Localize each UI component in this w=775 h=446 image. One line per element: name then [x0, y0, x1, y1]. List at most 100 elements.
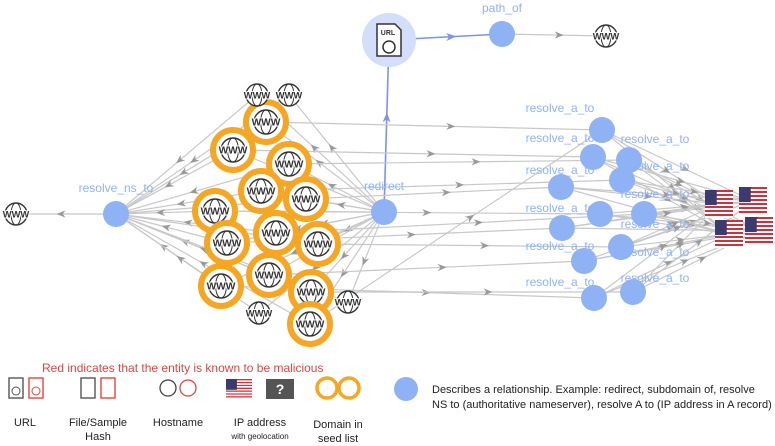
svg-text:WWW: WWW: [255, 271, 284, 282]
svg-text:WWW: WWW: [244, 90, 271, 100]
globe-icon: WWW: [303, 231, 334, 257]
relationship-node[interactable]: [571, 248, 597, 274]
node-r9[interactable]: [608, 234, 634, 260]
edge-r5-ip1: [560, 186, 720, 205]
legend-ip: ? IP address with geolocation: [220, 376, 300, 444]
node-s2[interactable]: WWW: [210, 127, 256, 173]
svg-text:WWW: WWW: [247, 187, 276, 198]
node-h1[interactable]: WWW: [243, 83, 271, 107]
svg-text:WWW: WWW: [304, 240, 333, 251]
relationship-node[interactable]: [548, 174, 574, 200]
node-h2[interactable]: WWW: [275, 83, 303, 107]
relationship-node[interactable]: [549, 215, 575, 241]
legend-seed-label-2: seed list: [317, 433, 359, 445]
globe-icon: WWW: [251, 109, 282, 135]
relationship-label: resolve_a_to: [526, 201, 595, 215]
svg-text:WWW: WWW: [593, 31, 620, 41]
node-r11[interactable]: [581, 285, 607, 311]
edge-r12-ip1: [632, 203, 720, 293]
relationship-node[interactable]: [608, 234, 634, 260]
node-h4[interactable]: WWW: [334, 290, 362, 314]
node-r12[interactable]: [620, 279, 646, 305]
edge-r3-ip4: [628, 159, 760, 232]
relationship-node[interactable]: [609, 167, 635, 193]
legend-url-label: URL: [13, 417, 36, 429]
node-r5[interactable]: [548, 174, 574, 200]
legend-file-label-2: Hash: [85, 431, 111, 443]
node-h3[interactable]: WWW: [245, 301, 273, 325]
relationship-node[interactable]: [587, 201, 613, 227]
relationship-label: resolve_a_to: [621, 245, 690, 259]
node-r4[interactable]: [609, 167, 635, 193]
node-ns-host[interactable]: WWW: [2, 202, 30, 226]
node-s13[interactable]: WWW: [287, 301, 333, 347]
node-r1[interactable]: [589, 117, 615, 143]
svg-text:WWW: WWW: [292, 195, 321, 206]
node-s3[interactable]: WWW: [266, 141, 312, 187]
node-r10[interactable]: [571, 248, 597, 274]
node-r3[interactable]: [616, 147, 642, 173]
edge-redirect-h4: [347, 211, 385, 303]
svg-text:WWW: WWW: [335, 297, 362, 307]
node-r6[interactable]: [587, 201, 613, 227]
relationship-label: resolve_a_to: [621, 271, 690, 285]
svg-text:WWW: WWW: [201, 207, 230, 218]
node-ip3[interactable]: [715, 220, 743, 248]
globe-icon: WWW: [334, 290, 362, 314]
node-s4[interactable]: WWW: [238, 168, 284, 214]
relationship-node[interactable]: [616, 147, 642, 173]
node-r8[interactable]: [549, 215, 575, 241]
globe-icon: WWW: [261, 220, 292, 246]
relationship-node[interactable]: [631, 201, 657, 227]
node-ip4[interactable]: [745, 217, 773, 245]
node-s5[interactable]: WWW: [283, 176, 329, 222]
legend-file-label-1: File/Sample: [68, 417, 128, 429]
node-s1[interactable]: WWW: [243, 99, 289, 145]
globe-icon: WWW: [295, 311, 326, 337]
edge-r9-ip1: [620, 203, 720, 248]
seed-domain-icon: [315, 376, 361, 400]
node-r7[interactable]: [631, 201, 657, 227]
relationship-label: resolve_a_to: [621, 159, 690, 173]
globe-icon: WWW: [254, 262, 285, 288]
edge-r11-ip1: [593, 203, 720, 299]
relationship-node[interactable]: [580, 144, 606, 170]
node-ip2[interactable]: [739, 187, 767, 215]
node-s11[interactable]: WWW: [198, 263, 244, 309]
legend-hostname: Hostname: [148, 376, 208, 430]
edge-r1-ip1: [601, 129, 720, 205]
svg-text:WWW: WWW: [276, 90, 303, 100]
node-s6[interactable]: WWW: [192, 188, 238, 234]
node-s8[interactable]: WWW: [204, 220, 250, 266]
relationship-node[interactable]: [589, 117, 615, 143]
edge-s4-resolve_ns_to: [115, 190, 262, 215]
relationship-label: resolve_a_to: [621, 217, 690, 231]
edge-s13-r1: [309, 129, 603, 325]
relationship-node[interactable]: [581, 285, 607, 311]
relationship-node[interactable]: [371, 199, 397, 225]
node-host-path[interactable]: WWW: [592, 24, 620, 48]
globe-icon: WWW: [2, 202, 30, 226]
node-path-of[interactable]: [489, 21, 515, 47]
relationship-label: path_of: [482, 1, 523, 15]
relationship-node[interactable]: [620, 279, 646, 305]
node-r2[interactable]: [580, 144, 606, 170]
node-redirect[interactable]: [371, 199, 397, 225]
node-s10[interactable]: WWW: [246, 252, 292, 298]
globe-icon: WWW: [200, 198, 231, 224]
svg-text:WWW: WWW: [3, 209, 30, 219]
node-s9[interactable]: WWW: [295, 221, 341, 267]
relationship-node[interactable]: [103, 201, 129, 227]
node-resolve-ns-to[interactable]: [103, 201, 129, 227]
edge-r3-ip3: [628, 159, 730, 235]
url-icon: URL: [376, 23, 402, 57]
node-ip1[interactable]: [705, 190, 733, 218]
edge-s9-r9: [317, 242, 622, 250]
url-icon: [8, 377, 44, 399]
relationship-node[interactable]: [489, 21, 515, 47]
relationship-label: redirect: [364, 179, 405, 193]
node-s7[interactable]: WWW: [253, 210, 299, 256]
globe-icon: WWW: [274, 151, 305, 177]
node-url[interactable]: URL: [362, 13, 416, 67]
edge-s7-r7: [275, 213, 645, 234]
